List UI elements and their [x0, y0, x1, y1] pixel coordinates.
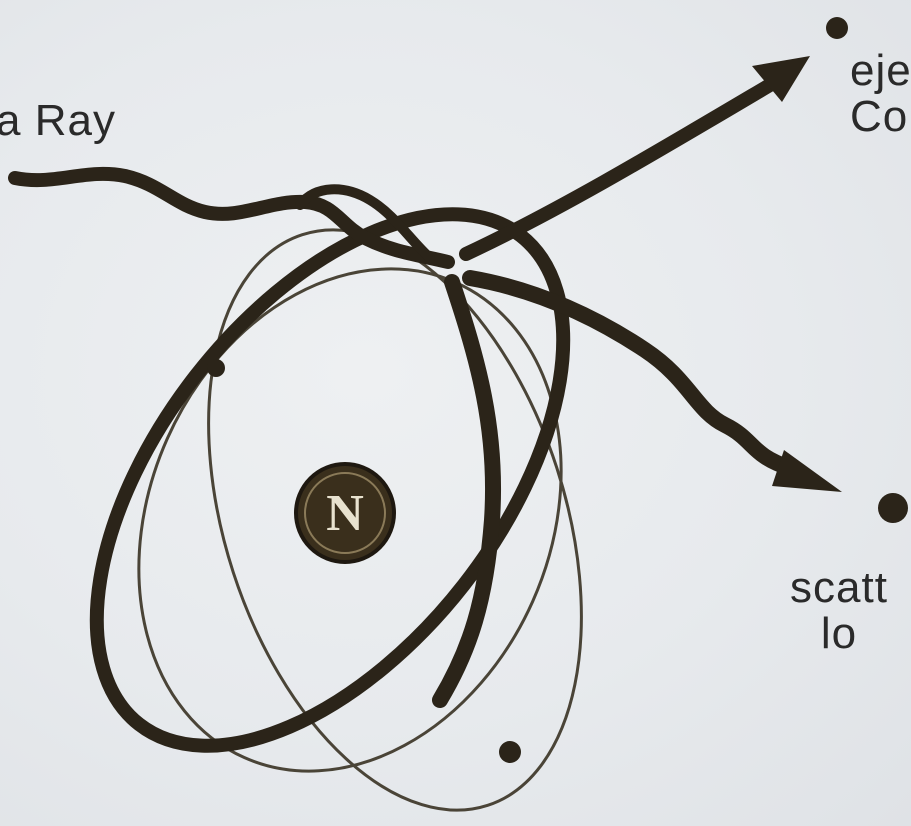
orbit-thick-segment: [440, 282, 493, 700]
gamma-ray-label: a Ray: [0, 98, 116, 144]
nucleus-symbol: N: [296, 464, 394, 562]
ejected-electron-label: eje Co: [850, 48, 911, 140]
ejected-label-line-1: eje: [850, 48, 911, 94]
orbital-electron-left: [207, 359, 225, 377]
scattered-photon-label: scatt lo: [790, 565, 888, 657]
scattered-photon-arrow: [470, 278, 790, 468]
ejected-electron-dot: [826, 17, 848, 39]
scattered-label-line-1: scatt: [790, 565, 888, 611]
ejected-label-line-2: Co: [850, 94, 911, 140]
ejected-electron-arrow: [466, 82, 775, 254]
incoming-gamma-ray: [15, 174, 448, 262]
scattered-arrowhead: [772, 450, 842, 492]
scattered-photon-dot: [878, 493, 908, 523]
orbital-electron-bottom: [499, 741, 521, 763]
scattered-label-line-2: lo: [790, 611, 888, 657]
gamma-ray-label-text: a Ray: [0, 96, 116, 145]
